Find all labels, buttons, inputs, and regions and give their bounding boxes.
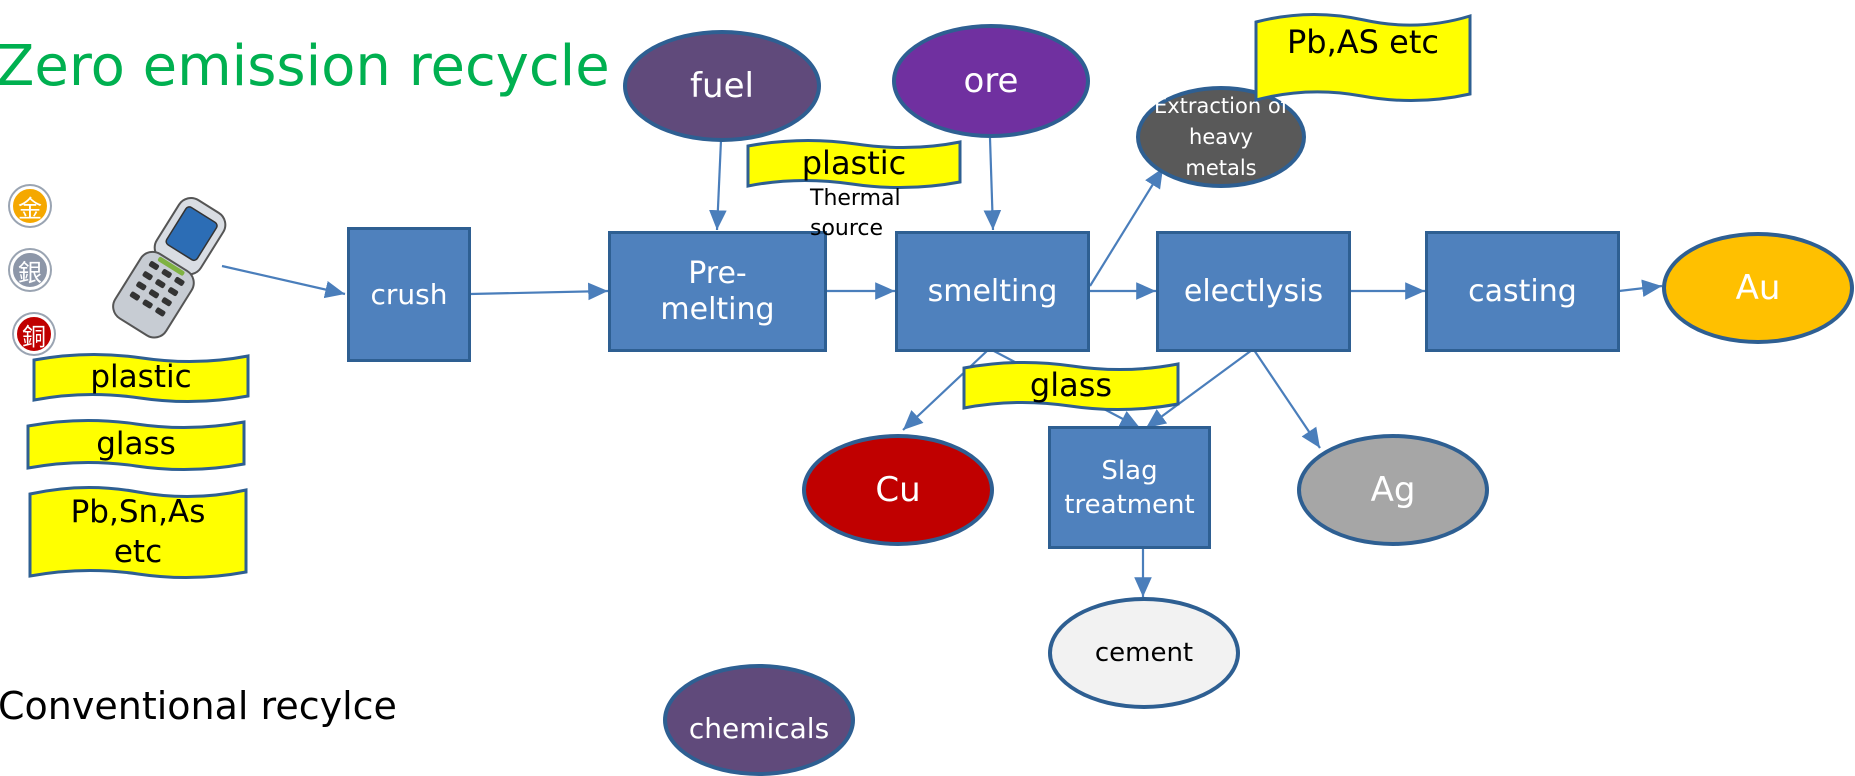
arrow-casting-au: [1618, 279, 1663, 298]
tag-plastic-left: plastic: [30, 350, 252, 404]
tag-pb-sn-as-left: Pb,Sn,As etc: [26, 482, 250, 582]
mobile-phone-icon: [112, 196, 227, 339]
gold-icon: 金: [10, 186, 50, 226]
arrow-smelting-extraction: [1089, 167, 1164, 287]
product-au: Au: [1662, 232, 1854, 344]
input-ore: ore: [892, 24, 1090, 138]
tag-label: Pb,AS etc: [1287, 23, 1439, 61]
partial-chemicals-ellipse: chemicals: [663, 664, 855, 776]
process-smelting: smelting: [895, 231, 1090, 352]
arrow-fuel-premelting: [709, 139, 727, 231]
product-cement: cement: [1048, 597, 1240, 709]
tag-glass-left: glass: [24, 416, 248, 472]
arrow-electrolysis-ag: [1253, 349, 1321, 449]
silver-icon: 銀: [10, 250, 50, 290]
tag-label: Pb,Sn,As etc: [70, 494, 206, 570]
tag-glass-slag: glass: [960, 356, 1182, 414]
page-title: Zero emission recycle: [0, 34, 610, 99]
process-premelting: Pre-melting: [608, 231, 827, 352]
arrow-smelting-cu: [902, 349, 989, 431]
arrow-phone-crush: [221, 264, 346, 299]
process-slag-treatment: Slag treatment: [1048, 426, 1211, 549]
tag-label: glass: [96, 426, 176, 462]
section-subtitle: Conventional recylce: [0, 684, 397, 728]
copper-icon: 銅: [14, 314, 54, 354]
tag-pb-as: Pb,AS etc: [1252, 8, 1474, 106]
product-ag: Ag: [1297, 434, 1489, 546]
thermal-source-note: Thermal source: [810, 186, 901, 241]
process-crush: crush: [347, 227, 471, 362]
process-casting: casting: [1425, 231, 1620, 352]
arrow-ore-smelting: [983, 137, 1002, 231]
tag-label: plastic: [801, 144, 907, 182]
arrow-crush-premelting: [469, 282, 609, 301]
tag-label: glass: [1029, 366, 1113, 404]
arrow-electrolysis-slag: [1145, 349, 1253, 429]
input-fuel: fuel: [623, 30, 821, 142]
product-cu: Cu: [802, 434, 994, 546]
tag-label: plastic: [90, 359, 192, 395]
process-electrolysis: electlysis: [1156, 231, 1351, 352]
extraction-heavy-metals: Extraction of heavy metals: [1136, 86, 1306, 188]
tag-plastic-fuel: plastic: [744, 134, 964, 192]
